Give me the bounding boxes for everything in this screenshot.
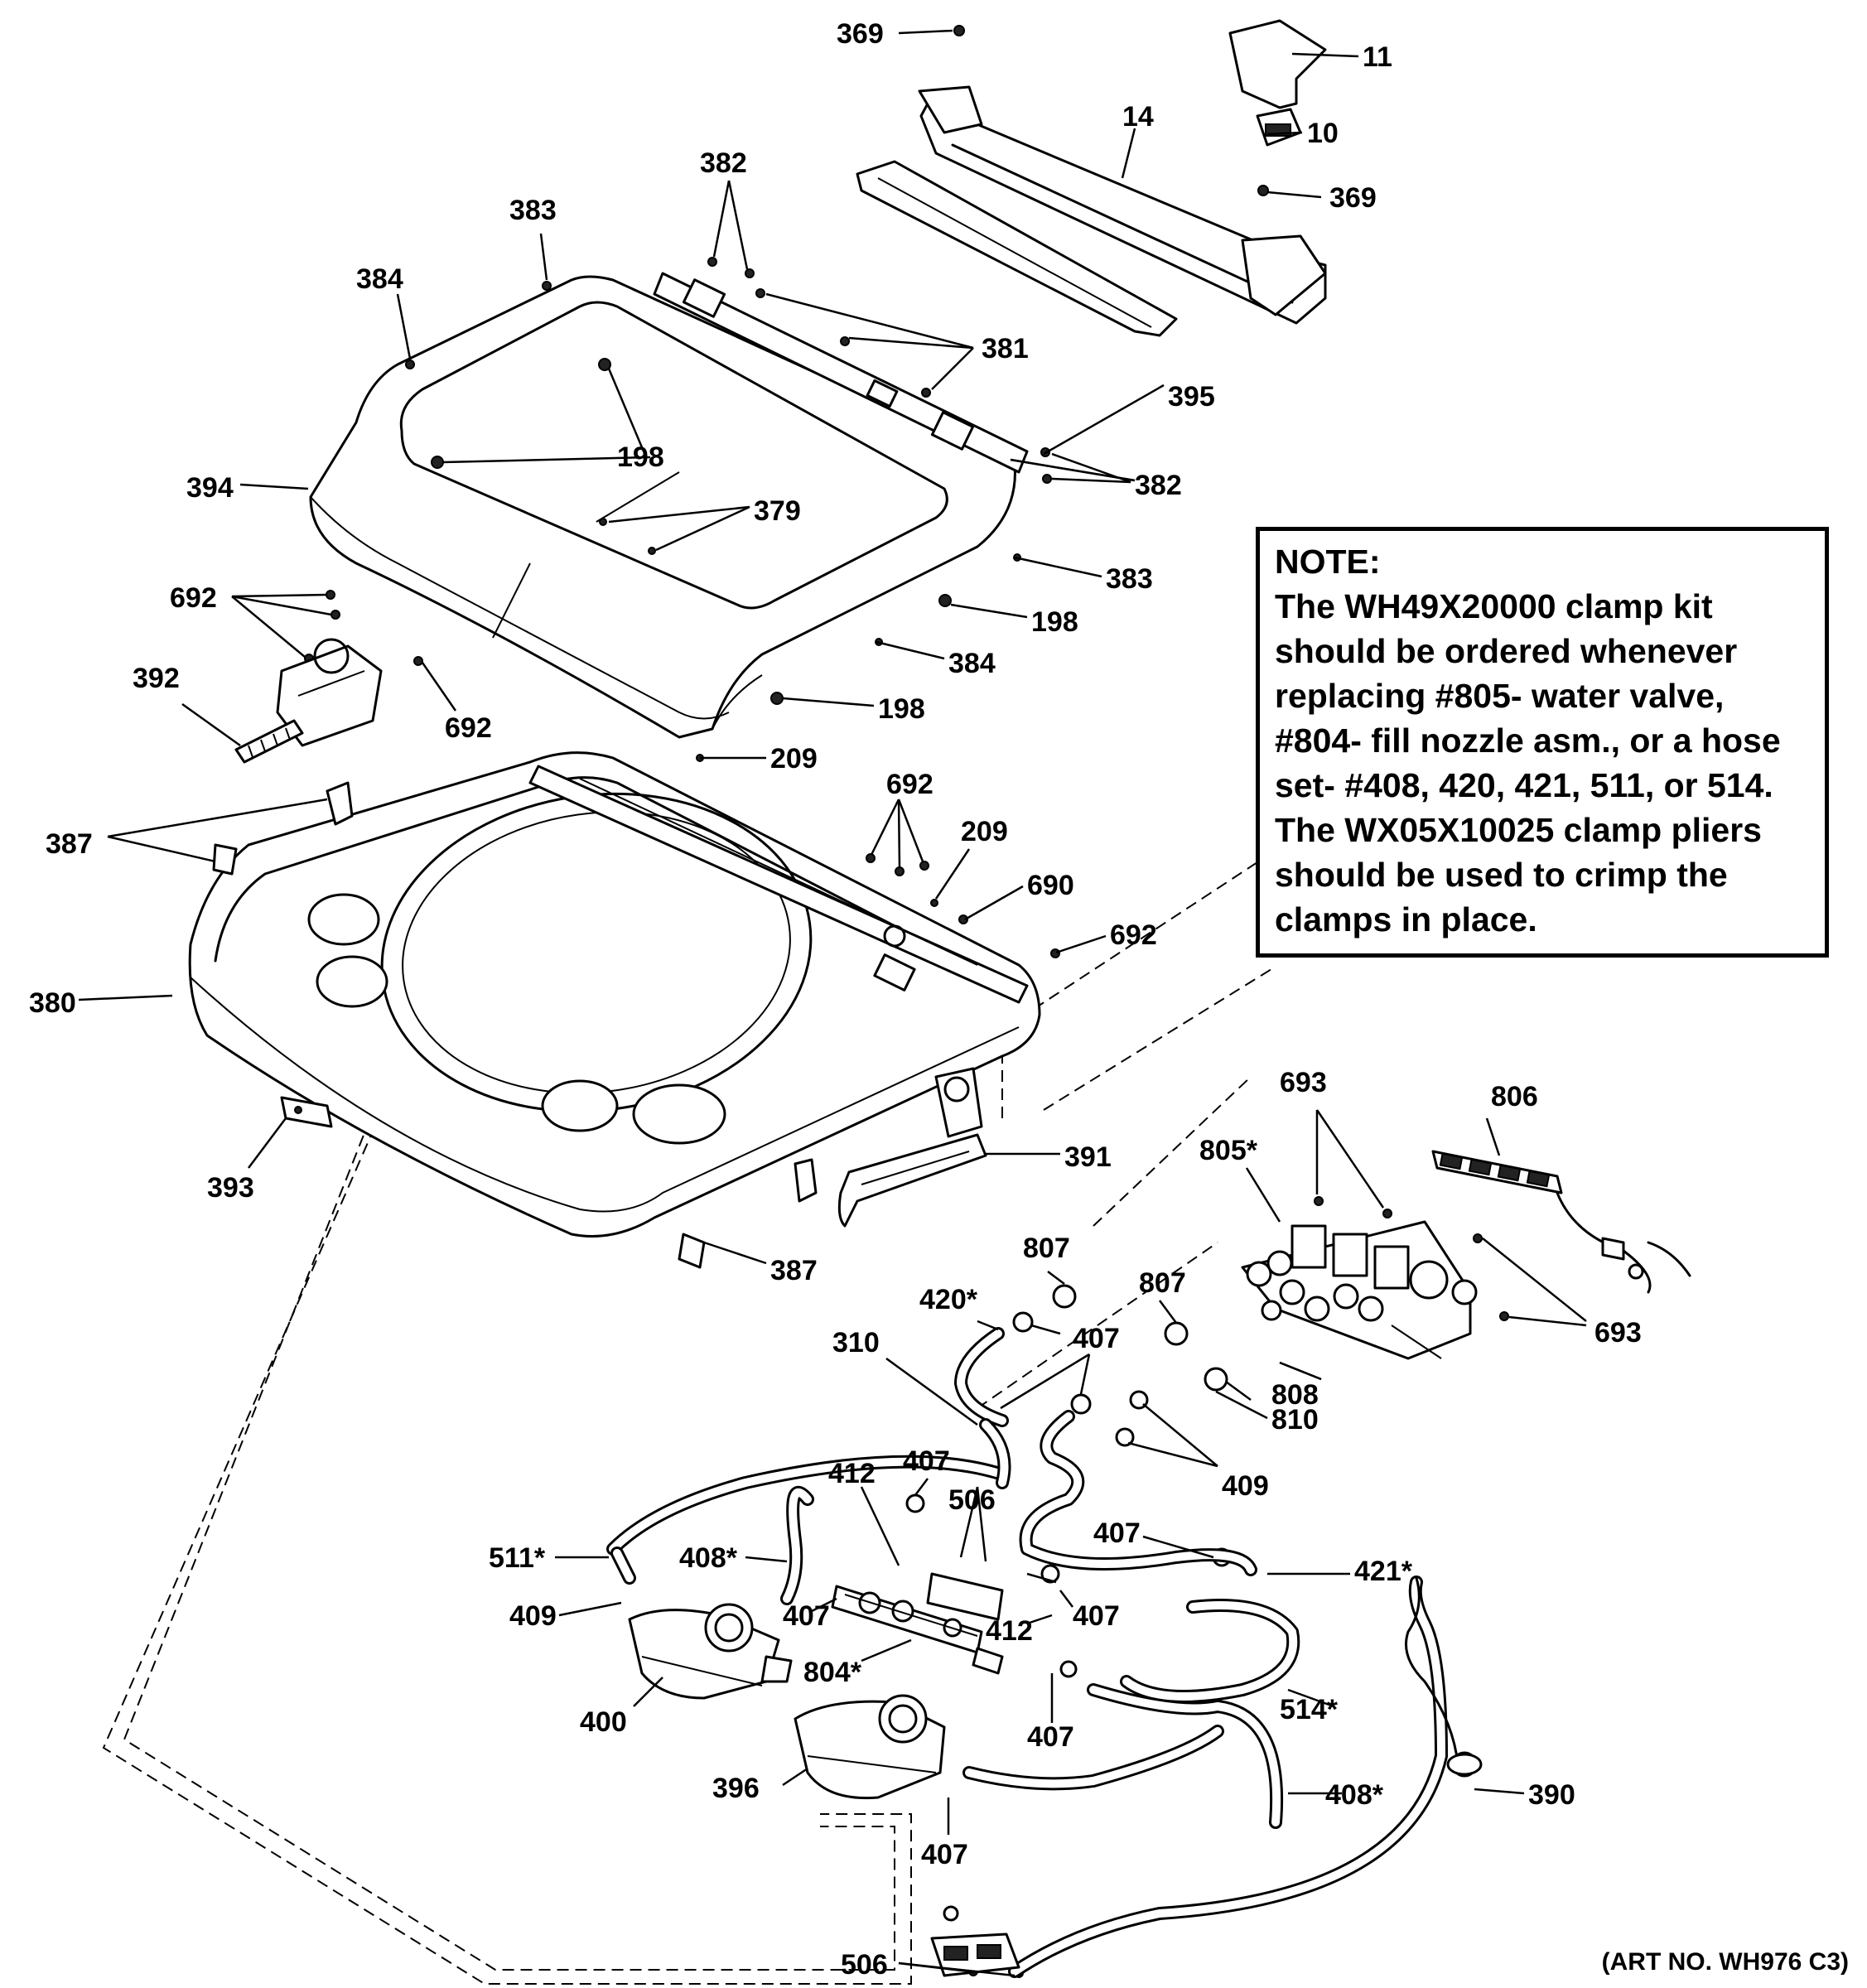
callout-506: 506	[841, 1949, 888, 1981]
callout-394: 394	[186, 472, 234, 504]
note-box: NOTE: The WH49X20000 clamp kit should be…	[1256, 527, 1829, 958]
callout-407: 407	[903, 1445, 950, 1477]
callout-369: 369	[837, 18, 884, 50]
top-cover-380	[188, 751, 1041, 1238]
callout-383: 383	[509, 195, 557, 226]
water-valve-805	[1241, 1220, 1478, 1360]
callout-384: 384	[356, 263, 403, 295]
callout-390: 390	[1528, 1779, 1575, 1811]
callout-407: 407	[1073, 1600, 1120, 1632]
connector-506	[930, 1933, 1020, 1977]
callout-198: 198	[1031, 606, 1078, 638]
callout-506: 506	[948, 1484, 996, 1516]
harness-806	[1431, 1150, 1691, 1294]
callout-310: 310	[832, 1327, 880, 1358]
callout-198: 198	[878, 693, 925, 725]
callout-383: 383	[1106, 563, 1153, 595]
callout-396: 396	[712, 1773, 760, 1804]
top-lid-394	[309, 275, 1016, 739]
callout-805: 805*	[1199, 1135, 1258, 1166]
callout-807: 807	[1023, 1233, 1070, 1264]
callout-395: 395	[1168, 381, 1215, 413]
callout-692: 692	[1110, 919, 1157, 951]
callout-806: 806	[1491, 1081, 1538, 1112]
callout-407: 407	[1093, 1518, 1141, 1549]
callout-690: 690	[1027, 870, 1074, 901]
callout-511: 511*	[489, 1542, 546, 1574]
hinge-393	[280, 1096, 333, 1128]
dispenser-400	[628, 1603, 793, 1700]
callout-808: 808	[1271, 1379, 1319, 1411]
note-title: NOTE:	[1275, 543, 1381, 581]
callout-407: 407	[1073, 1323, 1120, 1354]
callout-11: 11	[1363, 41, 1392, 73]
callout-408: 408*	[1325, 1779, 1384, 1811]
callout-407: 407	[921, 1839, 968, 1870]
callout-10: 10	[1307, 118, 1339, 149]
callout-810: 810	[1271, 1404, 1319, 1436]
callout-379: 379	[754, 495, 801, 527]
callout-412: 412	[828, 1458, 876, 1489]
hoses	[606, 1327, 1448, 1978]
pressure-hose-390	[1405, 1576, 1483, 1776]
callout-408: 408*	[679, 1542, 738, 1574]
switch-10	[1256, 108, 1302, 147]
callout-391: 391	[1064, 1141, 1112, 1173]
callout-382: 382	[700, 147, 747, 179]
control-panel-395	[856, 160, 1178, 337]
callout-693: 693	[1594, 1317, 1642, 1349]
callout-514: 514*	[1280, 1694, 1339, 1725]
fill-nozzle-804	[831, 1572, 1004, 1675]
note-text: The WH49X20000 clamp kit should be order…	[1275, 587, 1781, 939]
callout-380: 380	[29, 987, 76, 1019]
callout-384: 384	[948, 648, 996, 679]
callout-400: 400	[580, 1706, 627, 1738]
callout-393: 393	[207, 1172, 254, 1204]
callout-198: 198	[617, 442, 664, 473]
callout-692: 692	[886, 769, 934, 800]
callout-409: 409	[509, 1600, 557, 1632]
callout-407: 407	[783, 1600, 830, 1632]
callout-14: 14	[1122, 101, 1154, 133]
callout-381: 381	[982, 333, 1029, 364]
callout-692: 692	[170, 582, 217, 614]
callout-369: 369	[1329, 182, 1377, 214]
callout-209: 209	[961, 816, 1008, 847]
callout-412: 412	[986, 1615, 1033, 1647]
callout-387: 387	[770, 1255, 818, 1286]
callout-382: 382	[1135, 470, 1182, 501]
callout-209: 209	[770, 743, 818, 774]
callout-692: 692	[445, 712, 492, 744]
cover-11	[1228, 19, 1327, 109]
callout-421: 421*	[1354, 1556, 1413, 1587]
clips-387	[212, 781, 818, 1269]
callout-labels: 369 11 14 10 369 382 383 384 381 395 198…	[29, 18, 1642, 1981]
lid-lock-392	[234, 638, 383, 764]
art-number: (ART NO. WH976 C3)	[1601, 1948, 1849, 1976]
control-frame-14	[918, 85, 1327, 325]
dispenser-396	[794, 1694, 946, 1800]
lid-switch-391	[837, 1067, 987, 1228]
callout-407: 407	[1027, 1721, 1074, 1753]
callout-693: 693	[1280, 1067, 1327, 1098]
callout-804: 804*	[803, 1657, 862, 1688]
leader-lines	[78, 29, 1587, 1977]
callout-807: 807	[1139, 1267, 1186, 1299]
lid-hinge-strip	[653, 272, 1029, 474]
callout-420: 420*	[919, 1284, 978, 1315]
callout-409: 409	[1222, 1470, 1269, 1502]
callout-392: 392	[133, 663, 180, 694]
callout-387: 387	[46, 828, 93, 860]
